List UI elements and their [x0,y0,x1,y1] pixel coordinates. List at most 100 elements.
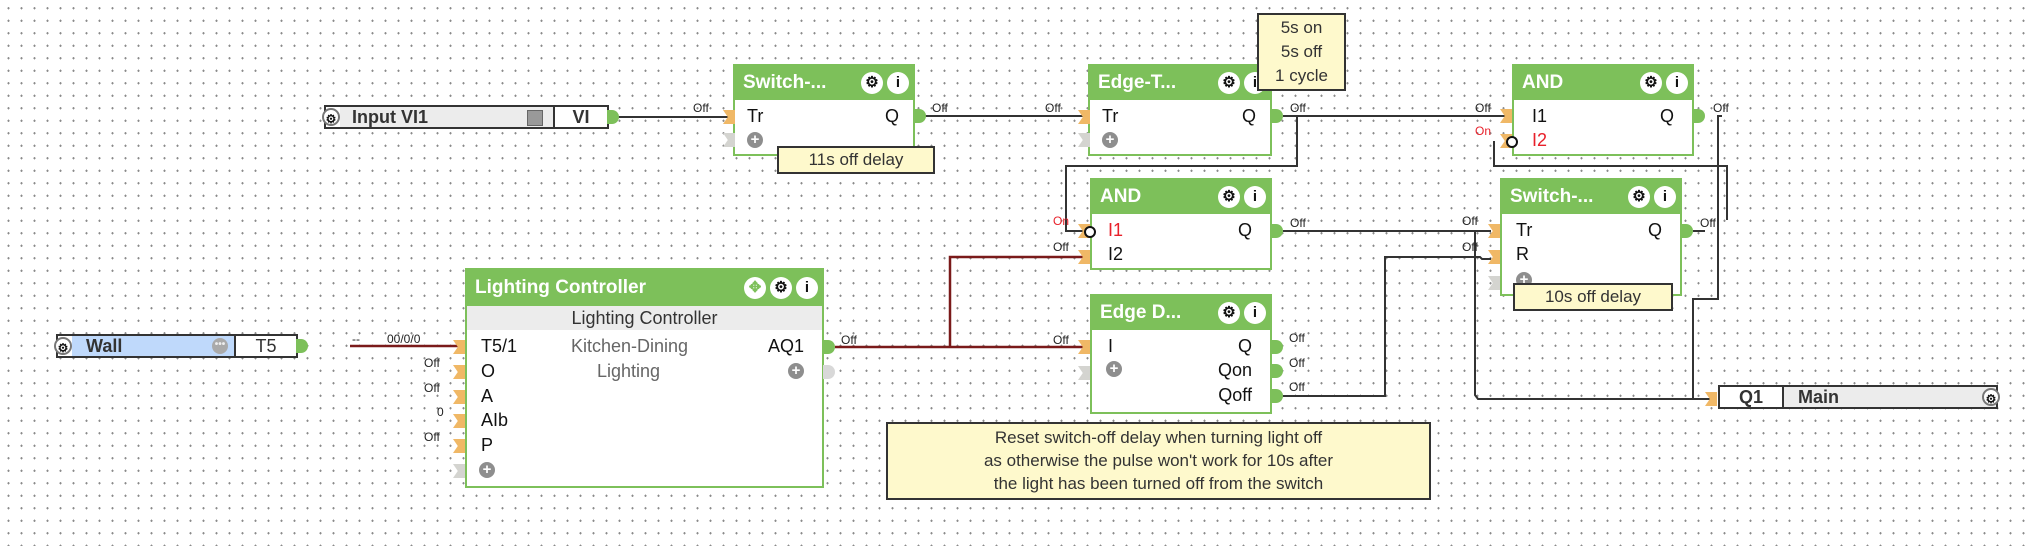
input-label: Tr [1102,106,1119,126]
output-pin[interactable] [1681,224,1693,238]
block-header[interactable]: Switch-... ⚙ i [735,66,913,100]
wire-value: Off [1289,331,1305,345]
wire-value: Off [1289,380,1305,394]
and-block-1[interactable]: AND ⚙ i I1 I2 Q [1512,64,1694,156]
gear-icon[interactable]: ⚙ [1982,388,2000,406]
gear-icon[interactable]: ⚙ [770,277,792,299]
wall-block[interactable]: ⚙ Wall ••• T5 [54,334,298,358]
output-pin[interactable] [1271,340,1283,354]
add-pin[interactable] [453,464,465,478]
block-header[interactable]: Edge D... ⚙ i [1092,296,1270,330]
wire-edget-to-and2-i1 [1065,116,1298,232]
input-pin[interactable] [1078,340,1090,354]
gear-icon[interactable]: ⚙ [861,72,883,94]
gear-icon[interactable]: ⚙ [54,337,72,355]
note-line: 5s off [1280,42,1323,61]
input-pin[interactable] [1078,250,1090,264]
negation-icon [1506,136,1518,148]
input-pin[interactable] [1488,250,1500,264]
add-pin[interactable] [1078,366,1090,380]
wire-value: Off [1462,240,1478,254]
input-pin[interactable] [1488,224,1500,238]
edge-trigger-block[interactable]: Edge-T... ⚙ i Tr Q + [1088,64,1272,156]
gear-icon[interactable]: ⚙ [1218,72,1240,94]
input-pin[interactable] [453,414,465,428]
q1-tag: Q1 [1720,387,1784,407]
output-label: Q [1237,220,1252,240]
output-pin[interactable] [823,340,835,354]
add-pin[interactable] [1078,133,1090,147]
input-pin[interactable] [453,340,465,354]
output-label: Q [1659,106,1674,126]
wire-value: Off [1290,216,1306,230]
input-pin[interactable] [723,110,735,124]
input-pin[interactable] [1078,110,1090,124]
gear-icon[interactable]: ⚙ [322,108,340,126]
output-pin[interactable] [1693,109,1705,123]
q1-label: Main [1798,386,1840,407]
q1-main-block[interactable]: Q1 Main ⚙ [1718,385,2000,409]
block-header[interactable]: Lighting Controller ✥ ⚙ i [467,270,822,306]
input-vi1-block[interactable]: ⚙ Input VI1 VI [322,105,609,129]
input-vi1-label-cell: Input VI1 [340,107,553,127]
edge-detection-block[interactable]: Edge D... ⚙ i I + Q Qon Qoff [1090,294,1272,414]
block-header[interactable]: AND ⚙ i [1092,180,1270,214]
toggle-icon[interactable] [527,110,543,126]
switch-off-delay-block-1[interactable]: Switch-... ⚙ i Tr Q + [733,64,915,156]
output-pin[interactable] [914,109,926,123]
input-label: R [1516,244,1529,264]
more-icon[interactable]: ••• [212,338,228,354]
wire-branch-to-q1 [1474,232,1711,400]
add-input-icon[interactable]: + [479,462,495,478]
block-header[interactable]: AND ⚙ i [1514,66,1692,100]
info-icon[interactable]: i [796,277,818,299]
input-label: T5/1 [481,336,518,356]
output-pin[interactable] [607,110,619,124]
output-pin[interactable] [1271,109,1283,123]
gear-icon[interactable]: ⚙ [1218,302,1240,324]
info-icon[interactable]: i [1244,302,1266,324]
add-output-icon[interactable]: + [788,363,804,379]
block-header[interactable]: Edge-T... ⚙ i [1090,66,1270,100]
gear-icon[interactable]: ⚙ [1640,72,1662,94]
switch-off-delay-block-2[interactable]: Switch-... ⚙ i Tr R Q + [1500,178,1682,296]
add-input-icon[interactable]: + [1106,361,1122,377]
wire-value: Off [841,333,857,347]
input-pin[interactable] [453,439,465,453]
output-pin[interactable] [1271,224,1283,238]
gear-icon[interactable]: ⚙ [1218,186,1240,208]
add-input-icon[interactable]: + [747,132,763,148]
wire-value: Off [693,101,709,115]
input-label: Tr [747,106,764,126]
block-title: AND [1100,186,1142,207]
input-label: AIb [481,410,509,430]
output-pin[interactable] [296,339,308,353]
wire-value: Off [424,356,440,370]
info-icon[interactable]: i [887,72,909,94]
output-label: Q [884,106,899,126]
add-input-icon[interactable]: + [1102,132,1118,148]
add-pin[interactable] [723,133,735,147]
add-output-pin[interactable] [823,365,835,379]
add-pin[interactable] [1488,276,1500,290]
input-label: I1 [1532,106,1548,126]
wall-label-cell: Wall ••• [72,336,234,356]
wire-value: Off [932,101,948,115]
output-label: Qoff [1218,385,1252,405]
gear-icon[interactable]: ⚙ [1628,186,1650,208]
lighting-controller-block[interactable]: Lighting Controller ✥ ⚙ i Lighting Contr… [465,268,824,488]
input-pin[interactable] [1705,392,1717,406]
info-icon[interactable]: i [1666,72,1688,94]
input-pin[interactable] [453,365,465,379]
input-pin[interactable] [1500,109,1512,123]
block-header[interactable]: Switch-... ⚙ i [1502,180,1680,214]
move-icon[interactable]: ✥ [744,277,766,299]
output-pin[interactable] [1271,364,1283,378]
info-icon[interactable]: i [1654,186,1676,208]
and-block-2[interactable]: AND ⚙ i I1 I2 Q [1090,178,1272,270]
info-icon[interactable]: i [1244,186,1266,208]
block-description: Lighting [597,361,661,381]
output-pin[interactable] [1271,389,1283,403]
input-pin[interactable] [453,390,465,404]
